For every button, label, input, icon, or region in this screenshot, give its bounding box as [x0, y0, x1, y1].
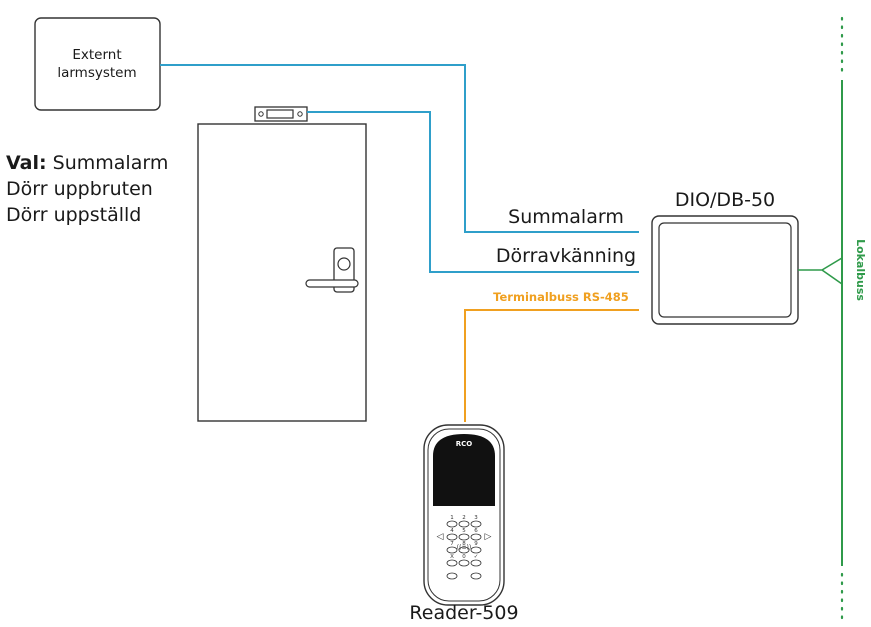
external-alarm-label-1: Externt: [72, 47, 121, 63]
door-sensor-icon: [254, 106, 308, 122]
reader-key-label: 6: [474, 528, 478, 534]
option-item-1: Summalarm: [52, 152, 169, 174]
terminal-bus-wire: [464, 309, 639, 422]
door-handle-icon: [305, 247, 359, 293]
reader-key: [458, 533, 470, 541]
reader-brand: RCO: [456, 440, 473, 448]
local-bus-tap: [798, 256, 843, 286]
controller-label: DIO/DB-50: [675, 189, 775, 211]
reader-key: [470, 559, 482, 567]
reader-key: [446, 533, 458, 541]
reader-key: [458, 546, 470, 554]
reader-key-label: 1: [450, 515, 454, 521]
option-item-2: Dörr uppbruten: [6, 178, 153, 200]
door-sensing-label: Dörravkänning: [496, 245, 636, 267]
door-sensing-wire: [307, 111, 639, 273]
reader-label: Reader-509: [409, 602, 518, 624]
external-alarm-label-2: larmsystem: [57, 65, 136, 81]
reader-key: [446, 559, 458, 567]
external-alarm-box: [34, 17, 161, 111]
reader-key-label: 8: [462, 541, 466, 547]
option-item-3: Dörr uppställd: [6, 204, 142, 226]
reader-key: [446, 572, 458, 580]
reader-key: [446, 546, 458, 554]
reader-key-label: X: [450, 554, 454, 560]
reader-key: [458, 559, 470, 567]
controller-screen: [658, 222, 792, 318]
reader-key: [470, 533, 482, 541]
reader-key: [470, 546, 482, 554]
options-label: Val:: [6, 152, 47, 174]
terminal-bus-label: Terminalbuss RS-485: [493, 290, 629, 304]
reader-key-label: 0: [462, 554, 466, 560]
reader-key-label: 3: [474, 515, 478, 521]
reader-key: [458, 520, 470, 528]
reader-key-label: 2: [462, 515, 466, 521]
local-bus-label: Lokalbuss: [854, 239, 867, 301]
reader-key: [446, 520, 458, 528]
reader-key: [470, 572, 482, 580]
reader-arrow-right-icon: ▷: [485, 532, 492, 542]
reader-rfid-icon: ((≡)): [457, 544, 471, 551]
reader-key: [470, 520, 482, 528]
reader-arrow-left-icon: ◁: [437, 532, 444, 542]
options-block: Val: Summalarm Dörr uppbruten Dörr uppst…: [6, 150, 168, 228]
summary-alarm-wire: [160, 64, 639, 233]
reader-keypad: 1 2 3 4 5 6 7 8 9X 0 ✓: [446, 515, 482, 580]
reader-key-label: 4: [450, 528, 454, 534]
summary-alarm-label: Summalarm: [508, 206, 624, 228]
reader-key-label: 9: [474, 541, 478, 547]
reader-key-label: 5: [462, 528, 466, 534]
reader-icon: RCO 1 2 3 4 5 6 7 8 9X 0 ✓ ◁ ▷ ((≡)): [423, 424, 505, 606]
reader-key-label: 7: [450, 541, 454, 547]
reader-key-label: ✓: [474, 554, 479, 560]
